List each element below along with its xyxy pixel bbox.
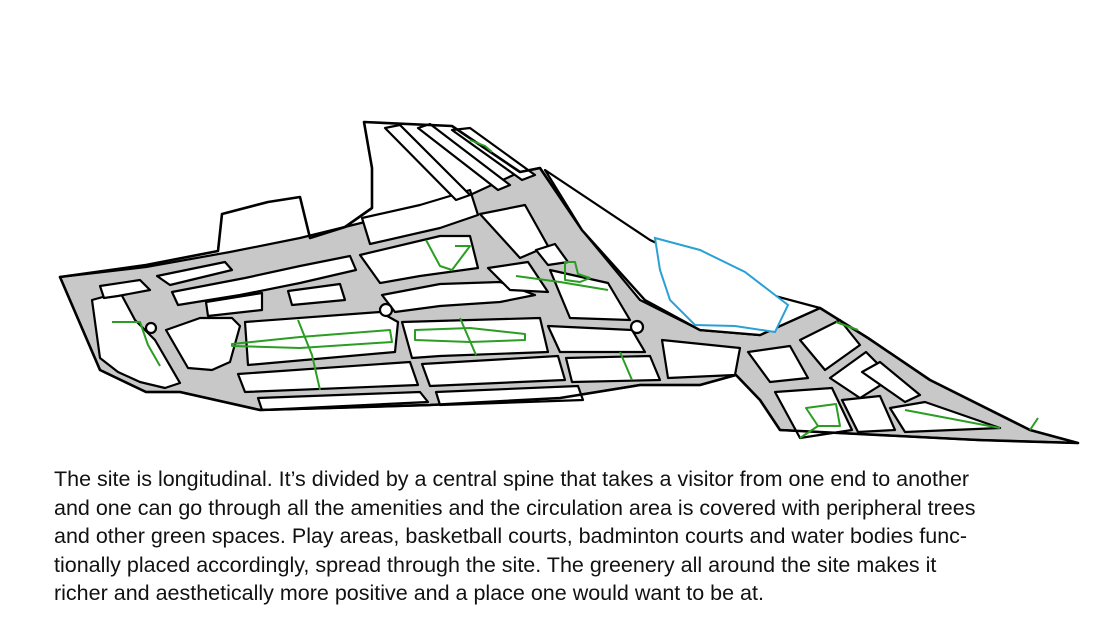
block-c7 xyxy=(564,354,662,384)
block-n1 xyxy=(383,123,472,202)
green-spaces xyxy=(112,139,1039,439)
roundabout-1 xyxy=(144,321,158,335)
green-space-12 xyxy=(799,425,819,439)
block-a6 xyxy=(243,310,400,367)
caption-line-4: tionally placed accordingly, spread thro… xyxy=(54,552,937,577)
caption-line-1: The site is longitudinal. It’s divided b… xyxy=(54,467,970,491)
block-c6 xyxy=(546,324,647,354)
block-r7 xyxy=(840,394,897,434)
green-space-6 xyxy=(459,317,477,356)
green-space-15 xyxy=(835,321,859,331)
block-b3 xyxy=(400,316,550,360)
caption-line-2: and one can go through all the amenities… xyxy=(54,495,976,520)
block-west-2 xyxy=(98,278,152,300)
green-space-14 xyxy=(1029,417,1039,431)
block-b1 xyxy=(358,234,480,285)
block-a4 xyxy=(286,282,347,307)
block-a1 xyxy=(155,260,234,287)
green-space-5 xyxy=(414,327,526,343)
site-description: The site is longitudinal. It’s divided b… xyxy=(54,465,1084,608)
roundabouts xyxy=(144,302,645,335)
block-a3 xyxy=(204,291,264,318)
green-space-4 xyxy=(425,239,471,271)
caption-line-3: and other green spaces. Play areas, bask… xyxy=(54,524,968,549)
block-b2 xyxy=(380,280,537,314)
caption-line-5: richer and aesthetically more positive a… xyxy=(54,581,764,606)
water-body xyxy=(653,236,790,334)
green-space-3 xyxy=(297,319,321,391)
green-space-2 xyxy=(231,329,393,349)
block-b5 xyxy=(434,384,585,407)
block-a7 xyxy=(236,360,420,394)
block-r3 xyxy=(798,318,862,372)
block-a8 xyxy=(256,390,430,412)
green-space-11 xyxy=(805,403,841,427)
site-plan-diagram xyxy=(58,120,1080,445)
green-space-7 xyxy=(564,261,591,283)
block-c1 xyxy=(360,188,480,246)
block-a2 xyxy=(170,254,358,307)
block-r2 xyxy=(746,344,810,384)
green-space-13 xyxy=(904,409,1001,429)
block-b4 xyxy=(420,354,567,388)
block-r1 xyxy=(660,338,742,380)
green-space-1 xyxy=(112,321,161,367)
green-space-10 xyxy=(469,139,493,153)
green-space-8 xyxy=(515,275,609,291)
roundabout-3 xyxy=(629,319,645,335)
block-r5 xyxy=(860,360,922,404)
green-space-9 xyxy=(619,351,633,381)
roundabout-2 xyxy=(378,302,394,318)
